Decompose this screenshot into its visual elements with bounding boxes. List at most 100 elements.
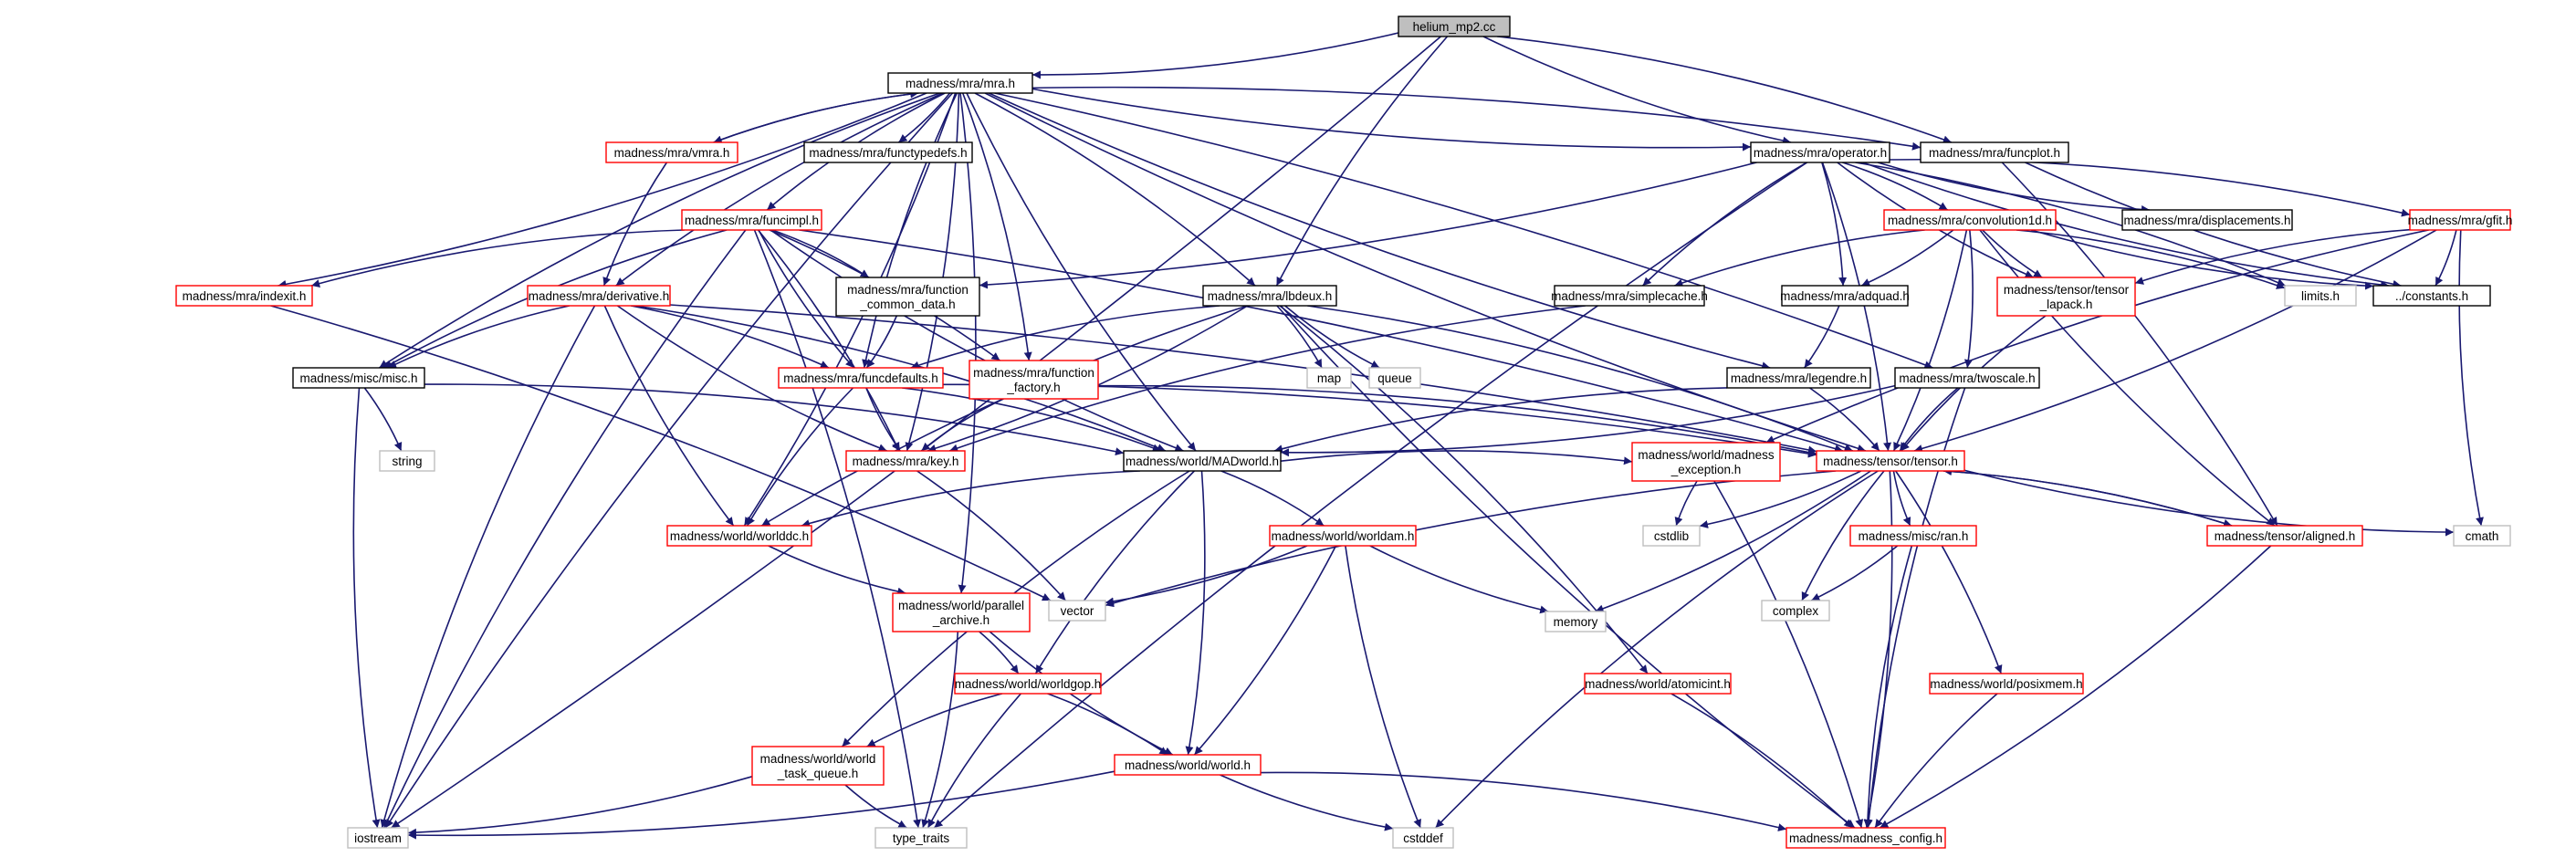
edge-operator-to-gfit <box>1889 158 2411 217</box>
node-legendre[interactable]: madness/mra/legendre.h <box>1726 367 1871 389</box>
node-madness_config[interactable]: madness/madness_config.h <box>1785 827 1946 849</box>
node-derivative[interactable]: madness/mra/derivative.h <box>527 285 671 307</box>
node-operator[interactable]: madness/mra/operator.h <box>1750 141 1890 163</box>
node-funcdefaults[interactable]: madness/mra/funcdefaults.h <box>778 367 944 389</box>
node-label-type_traits: type_traits <box>893 831 950 845</box>
node-key[interactable]: madness/mra/key.h <box>845 450 966 472</box>
node-lbdeux[interactable]: madness/mra/lbdeux.h <box>1202 285 1337 307</box>
node-madworld[interactable]: madness/world/MADworld.h <box>1123 450 1282 472</box>
node-label-madness_exception: _exception.h <box>1670 463 1742 476</box>
node-label-mra: madness/mra/mra.h <box>906 77 1015 90</box>
edge-lbdeux-to-madness_config <box>1280 305 1856 829</box>
edge-mra-to-funcdefaults <box>862 92 958 369</box>
node-label-function_common_data: _common_data.h <box>859 298 955 311</box>
node-helium: helium_mp2.cc <box>1398 16 1511 37</box>
node-function_factory[interactable]: madness/mra/function_factory.h <box>969 360 1099 400</box>
node-string: string <box>379 450 435 472</box>
edge-funcplot-to-constants <box>2025 162 2402 288</box>
node-box-cstddef <box>1392 827 1454 849</box>
node-tensor[interactable]: madness/tensor/tensor.h <box>1816 450 1965 472</box>
node-adquad[interactable]: madness/mra/adquad.h <box>1780 285 1910 307</box>
edge-derivative-to-worlddc <box>603 305 735 527</box>
edge-funcimpl-to-key <box>757 229 900 452</box>
node-worldam[interactable]: madness/world/worldam.h <box>1269 525 1417 547</box>
edge-lbdeux-to-worlddc <box>760 305 1248 527</box>
edge-twoscale-to-madness_config <box>1864 387 1966 829</box>
node-displacements[interactable]: madness/mra/displacements.h <box>2121 209 2293 231</box>
edge-mra-to-lbdeux <box>974 92 1256 287</box>
edge-mra-to-funcplot <box>1031 86 1922 151</box>
edge-adquad-to-legendre <box>1804 305 1840 369</box>
node-worldgop[interactable]: madness/world/worldgop.h <box>954 673 1102 695</box>
node-cstdlib: cstdlib <box>1642 525 1701 547</box>
node-atomicint[interactable]: madness/world/atomicint.h <box>1584 673 1732 695</box>
edge-tensor-to-vector <box>1105 470 1837 608</box>
node-box-funcimpl <box>681 209 822 231</box>
edge-funcplot-to-aligned <box>2001 162 2278 527</box>
node-label-map: map <box>1317 371 1341 385</box>
node-box-worldgop <box>954 673 1102 695</box>
edge-worldam-to-world <box>1193 545 1337 756</box>
node-world[interactable]: madness/world/world.h <box>1114 754 1262 776</box>
node-world_task_queue[interactable]: madness/world/world_task_queue.h <box>751 746 885 786</box>
node-limits: limits.h <box>2284 285 2357 307</box>
dependency-edges <box>270 32 2484 840</box>
node-label-memory: memory <box>1554 615 1598 629</box>
node-label-function_factory: madness/mra/function <box>973 366 1094 380</box>
node-functypedefs[interactable]: madness/mra/functypedefs.h <box>803 141 973 163</box>
edge-operator-to-simplecache <box>1642 162 1807 287</box>
node-funcimpl[interactable]: madness/mra/funcimpl.h <box>681 209 822 231</box>
node-label-indexit: madness/mra/indexit.h <box>183 289 307 303</box>
node-box-ran <box>1849 525 1977 547</box>
node-tensor_lapack[interactable]: madness/tensor/tensor_lapack.h <box>1996 277 2136 317</box>
edge-function_common_data-to-funcdefaults <box>865 315 898 369</box>
node-misc[interactable]: madness/misc/misc.h <box>292 367 425 389</box>
node-indexit[interactable]: madness/mra/indexit.h <box>175 285 313 307</box>
edge-convolution1d-to-adquad <box>1860 229 1954 287</box>
edge-operator-to-displacements <box>1877 162 2151 214</box>
node-ran[interactable]: madness/misc/ran.h <box>1849 525 1977 547</box>
node-box-cmath <box>2453 525 2511 547</box>
edge-derivative-to-madworld <box>635 305 1167 452</box>
edge-lbdeux-to-funcdefaults <box>910 305 1220 370</box>
node-simplecache[interactable]: madness/mra/simplecache.h <box>1551 285 1708 307</box>
node-constants[interactable]: ../constants.h <box>2372 285 2491 307</box>
node-worlddc[interactable]: madness/world/worlddc.h <box>666 525 812 547</box>
edge-world_task_queue-to-type_traits <box>844 784 907 829</box>
edge-lbdeux-to-tensor <box>1307 305 1853 452</box>
node-funcplot[interactable]: madness/mra/funcplot.h <box>1920 141 2069 163</box>
node-label-lbdeux: madness/mra/lbdeux.h <box>1208 289 1333 303</box>
edge-madness_exception-to-madness_config <box>1713 480 1864 829</box>
node-box-function_common_data <box>835 277 980 317</box>
node-twoscale[interactable]: madness/mra/twoscale.h <box>1894 367 2040 389</box>
node-box-queue <box>1368 367 1421 389</box>
node-gfit[interactable]: madness/mra/gfit.h <box>2408 209 2513 231</box>
node-box-complex <box>1761 600 1830 622</box>
edge-funcdefaults-to-key <box>865 387 901 452</box>
node-aligned[interactable]: madness/tensor/aligned.h <box>2206 525 2363 547</box>
edge-tensor-to-aligned <box>1942 470 2233 528</box>
node-parallel_archive[interactable]: madness/world/parallel_archive.h <box>892 592 1031 632</box>
node-madness_exception[interactable]: madness/world/madness_exception.h <box>1631 442 1781 482</box>
node-box-funcplot <box>1920 141 2069 163</box>
node-convolution1d[interactable]: madness/mra/convolution1d.h <box>1883 209 2057 231</box>
edge-ran-to-complex <box>1810 545 1899 601</box>
node-box-misc <box>292 367 425 389</box>
node-vmra[interactable]: madness/mra/vmra.h <box>605 141 738 163</box>
node-mra[interactable]: madness/mra/mra.h <box>887 72 1033 94</box>
node-function_common_data[interactable]: madness/mra/function_common_data.h <box>835 277 980 317</box>
node-box-derivative <box>527 285 671 307</box>
edge-ran-to-madness_config <box>1863 545 1913 829</box>
edge-worldam-to-memory <box>1369 545 1549 614</box>
edge-misc-to-iostream <box>352 387 381 829</box>
edge-tensor-to-cstddef <box>1435 470 1879 829</box>
node-label-world_task_queue: madness/world/world <box>760 752 876 766</box>
node-type_traits: type_traits <box>874 827 968 849</box>
edge-funcdefaults-to-madworld <box>902 387 1162 453</box>
node-box-displacements <box>2121 209 2293 231</box>
node-posixmem[interactable]: madness/world/posixmem.h <box>1929 673 2084 695</box>
node-label-adquad: madness/mra/adquad.h <box>1780 289 1910 303</box>
node-label-operator: madness/mra/operator.h <box>1754 146 1887 160</box>
node-box-worlddc <box>666 525 812 547</box>
edge-misc-to-madworld <box>424 383 1125 456</box>
